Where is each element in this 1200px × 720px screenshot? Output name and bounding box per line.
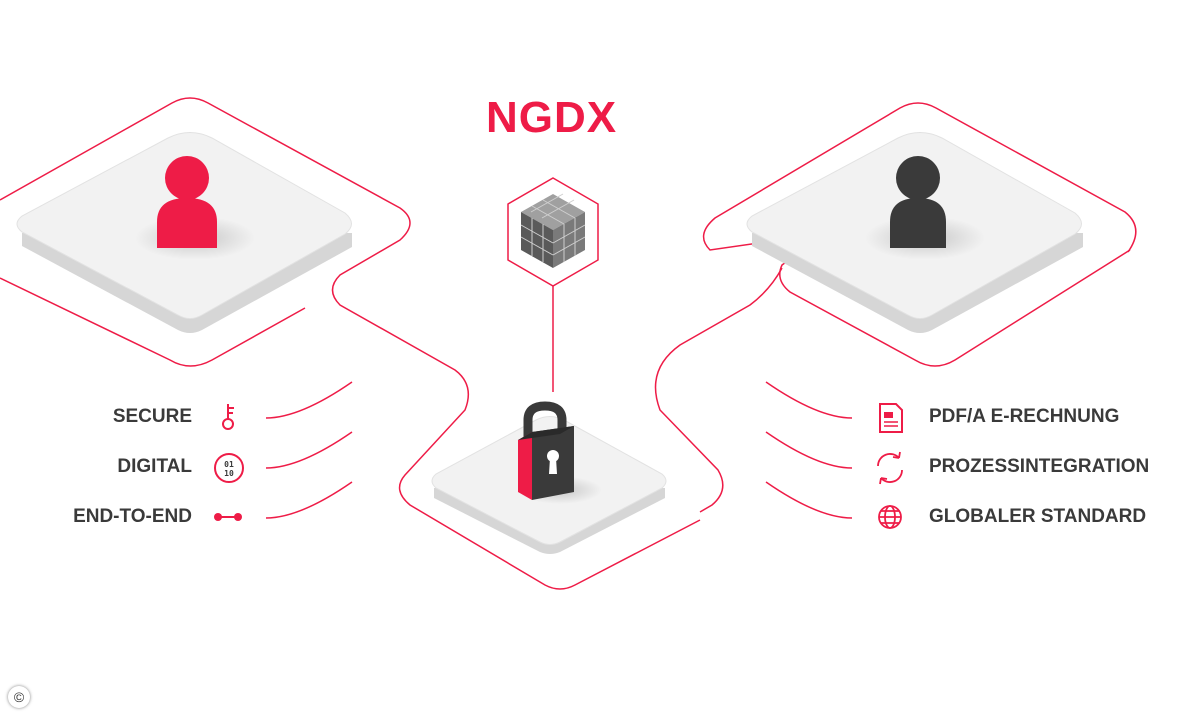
sender-user-icon: [157, 156, 217, 248]
binary-icon-row-2: 10: [224, 469, 234, 478]
copyright-badge: ©: [8, 686, 30, 708]
connection-icon: [214, 513, 242, 521]
connection-outline-left-inner: [0, 277, 306, 367]
padlock-icon: [518, 401, 574, 500]
binary-icon: 01 10: [214, 453, 244, 483]
connection-outline-right-top: [702, 102, 1137, 253]
feature-label-digital: DIGITAL: [117, 456, 192, 477]
globe-icon: [878, 505, 902, 529]
connector-prozess: [765, 431, 853, 469]
network-cube-icon: [507, 177, 599, 287]
connection-outline-right-low: [654, 267, 783, 513]
connector-digital: [265, 431, 353, 469]
feature-label-secure: SECURE: [112, 406, 192, 427]
brand-logo: NGDX: [486, 93, 618, 142]
feature-label-globaler-standard: GLOBALER STANDARD: [929, 506, 1147, 527]
connector-pdf: [765, 381, 853, 419]
feature-label-end-to-end: END-TO-END: [73, 506, 192, 527]
feature-label-pdf-rechnung: PDF/A E-RECHNUNG: [929, 406, 1120, 427]
feature-label-prozessintegration: PROZESSINTEGRATION: [929, 456, 1150, 477]
document-icon: [879, 403, 903, 433]
sync-icon: [877, 451, 903, 485]
connection-outline-left: [0, 97, 701, 590]
connector-end-to-end: [265, 481, 353, 519]
connector-globaler: [765, 481, 853, 519]
receiver-user-icon: [890, 156, 946, 248]
binary-icon-row-1: 01: [224, 460, 234, 469]
connector-secure: [265, 381, 353, 419]
key-icon: [222, 404, 234, 430]
